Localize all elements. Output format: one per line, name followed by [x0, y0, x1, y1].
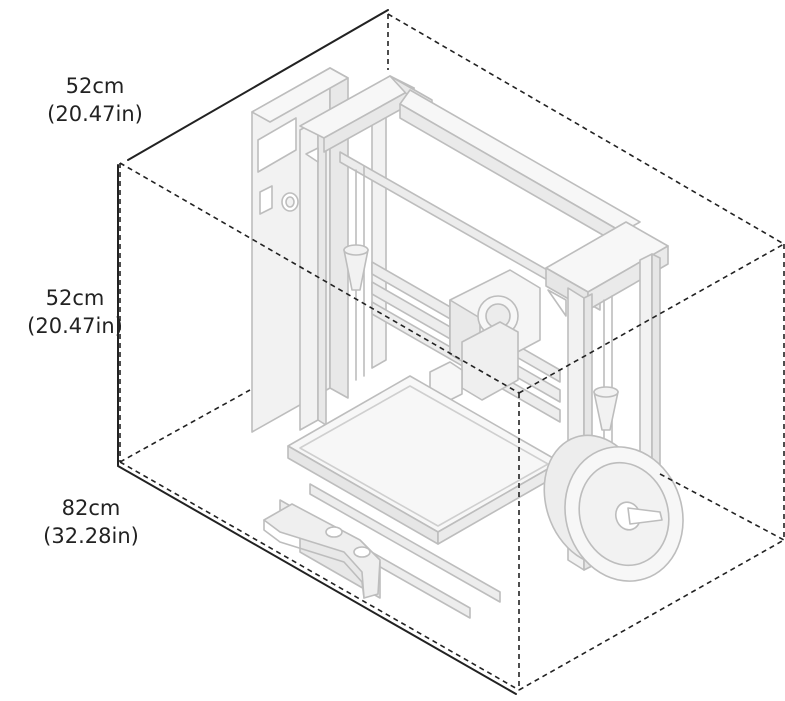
width-dimension-line [117, 465, 517, 695]
front-foot [263, 503, 381, 599]
filament-spool [543, 434, 684, 582]
width-label: 82cm (32.28in) [16, 494, 166, 550]
print-bed [287, 375, 561, 545]
top-frame [299, 75, 669, 317]
frame-left-pillar [299, 119, 327, 431]
sd-slot [259, 185, 273, 215]
dimension-lines [117, 9, 517, 695]
depth-imperial: (20.47in) [47, 102, 143, 126]
depth-metric: 52cm [65, 74, 125, 98]
bounding-box-dashed [119, 13, 785, 691]
height-label: 52cm (20.47in) [0, 284, 150, 340]
printer-illustration [251, 67, 684, 619]
depth-label: 52cm (20.47in) [20, 72, 170, 128]
frame-left-back-pillar [371, 91, 387, 369]
height-metric: 52cm [45, 286, 105, 310]
width-metric: 82cm [61, 496, 121, 520]
height-imperial: (20.47in) [27, 314, 123, 338]
width-imperial: (32.28in) [43, 524, 139, 548]
depth-dimension-line [127, 9, 389, 161]
display-screen [257, 117, 297, 173]
